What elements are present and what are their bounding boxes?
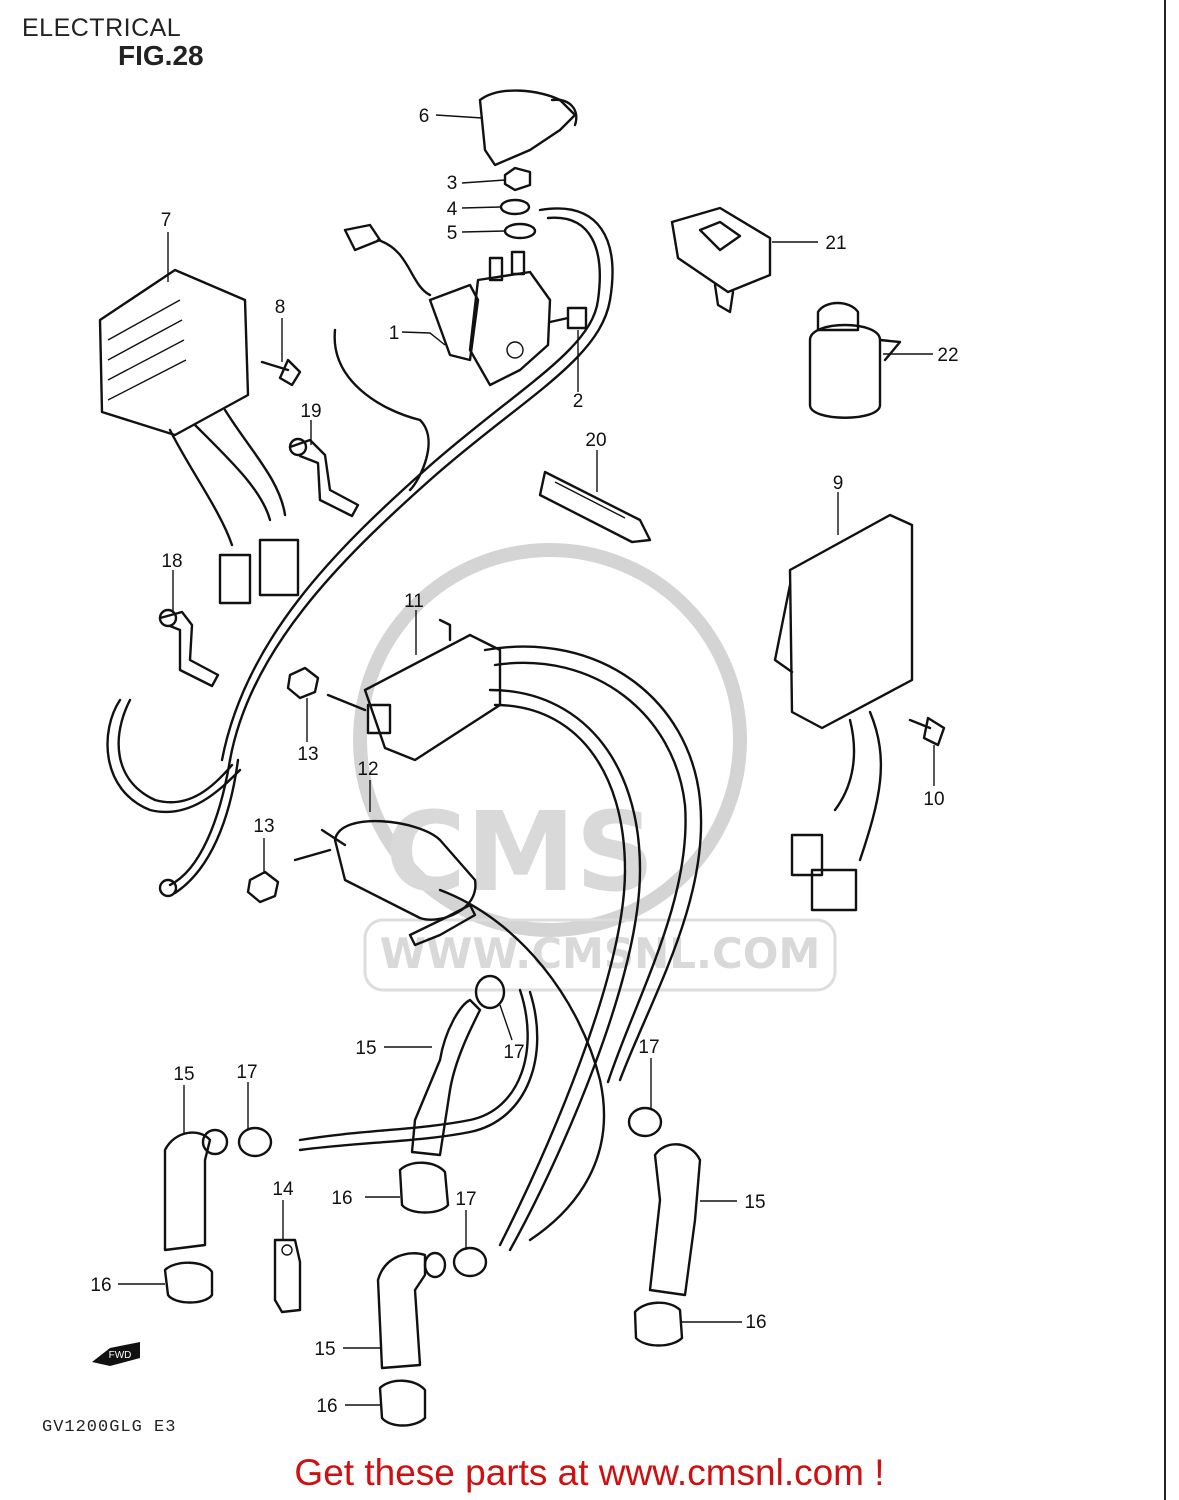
watermark-url: WWW.CMSNL.COM [380, 929, 821, 978]
callout-11: 11 [404, 591, 424, 612]
callout-15-c: 15 [744, 1192, 765, 1213]
part-9-igniter [773, 513, 914, 912]
callout-10: 10 [923, 789, 944, 810]
callout-16-d: 16 [316, 1396, 337, 1417]
part-18-bracket [158, 608, 220, 688]
callout-16-c: 16 [745, 1312, 766, 1333]
callout-20: 20 [585, 430, 606, 451]
callout-8: 8 [275, 297, 286, 318]
watermark: CMS WWW.CMSNL.COM [353, 543, 837, 992]
part-8-screw [260, 358, 302, 387]
callout-15-a: 15 [355, 1038, 376, 1059]
fwd-arrow: FWD [92, 1342, 140, 1366]
callout-7: 7 [161, 210, 172, 231]
part-17-seals [201, 974, 663, 1279]
callout-17-b: 17 [638, 1037, 659, 1058]
callout-13-upper: 13 [297, 744, 318, 765]
callout-15-b: 15 [173, 1064, 194, 1085]
callout-5: 5 [447, 223, 458, 244]
callout-18: 18 [161, 551, 182, 572]
part-2-bolt [548, 306, 588, 330]
callout-4: 4 [447, 199, 458, 220]
part-15-plug-cap-c [648, 1143, 702, 1297]
fwd-label: FWD [109, 1350, 132, 1361]
part-15-plug-cap-d [376, 1252, 427, 1370]
callout-17-a: 17 [503, 1042, 524, 1063]
figure-title: FIG.28 [118, 40, 204, 71]
part-20-band [538, 470, 652, 544]
part-16-covers [163, 1161, 684, 1427]
watermark-brand: CMS [385, 788, 654, 916]
callout-9: 9 [833, 473, 844, 494]
leader-lines [118, 114, 935, 1406]
part-11-ignition-coil [326, 618, 502, 762]
callout-17-d: 17 [455, 1189, 476, 1210]
part-15-plug-cap-b [163, 1131, 212, 1252]
callouts: 6 3 4 5 7 1 2 8 19 21 22 20 9 18 11 13 1… [90, 106, 958, 1417]
page-edge-line [1164, 0, 1166, 1500]
callout-2: 2 [573, 391, 584, 412]
callout-21: 21 [825, 233, 846, 254]
part-15-plug-cap-a [410, 998, 482, 1157]
callout-19: 19 [300, 401, 321, 422]
part-14-clamp [273, 1238, 302, 1314]
footer-link-text[interactable]: Get these parts at www.cmsnl.com ! [294, 1452, 885, 1493]
section-title: ELECTRICAL [22, 14, 182, 42]
part-1-starter-relay [343, 223, 552, 387]
callout-16-a: 16 [331, 1188, 352, 1209]
callout-22: 22 [937, 345, 958, 366]
part-6-terminal-cap [478, 89, 578, 167]
callout-6: 6 [419, 106, 430, 127]
callout-17-c: 17 [236, 1062, 257, 1083]
callout-12: 12 [357, 759, 378, 780]
wiring-harness [106, 207, 703, 1252]
callout-14: 14 [272, 1179, 294, 1200]
part-3-4-5-nut-washers [499, 166, 537, 240]
part-21-relay [670, 206, 772, 314]
callout-16-b: 16 [90, 1275, 111, 1296]
part-12-ignition-coil [293, 819, 477, 947]
callout-13-lower: 13 [253, 816, 274, 837]
callout-1: 1 [389, 323, 400, 344]
part-22-cap [808, 301, 902, 419]
part-13-nut-upper [286, 666, 320, 700]
callout-15-d: 15 [314, 1339, 335, 1360]
part-7-regulator [98, 268, 300, 605]
model-code: GV1200GLG E3 [42, 1418, 177, 1437]
part-13-nut-lower [246, 870, 280, 904]
part-10-screw [908, 716, 946, 747]
part-19-bracket [288, 437, 360, 518]
callout-3: 3 [447, 173, 458, 194]
ground-terminal [158, 878, 178, 898]
